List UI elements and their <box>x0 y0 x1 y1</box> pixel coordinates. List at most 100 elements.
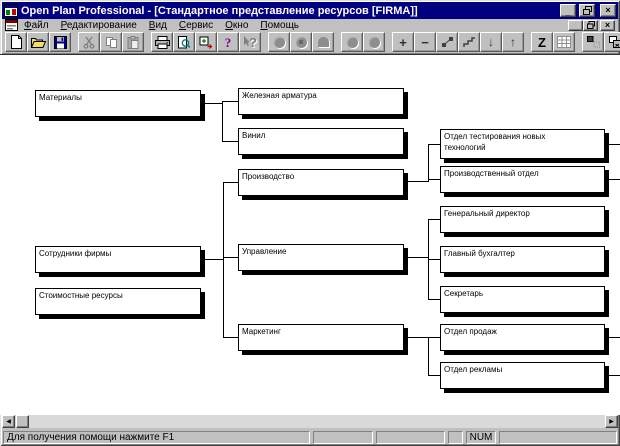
steps-layout-button[interactable] <box>458 32 480 52</box>
app-icon <box>4 4 18 17</box>
connector-line <box>404 181 428 182</box>
scroll-left-button[interactable]: ◀ <box>2 415 15 428</box>
tree-node-production[interactable]: Производство <box>238 169 404 196</box>
copy-icon <box>105 36 117 48</box>
save-button[interactable] <box>49 32 71 52</box>
tree-node-label: Отдел рекламы <box>444 365 503 374</box>
minimize-button[interactable]: _ <box>560 4 576 17</box>
exchange-icon <box>199 36 213 49</box>
num-lock-indicator: NUM <box>466 430 496 444</box>
tree-node-label: Железная арматура <box>242 91 317 100</box>
print-preview-button[interactable] <box>173 32 195 52</box>
menu-tools[interactable]: Сервис <box>178 19 214 31</box>
connector-line <box>222 101 238 102</box>
tree-node-label: Производство <box>242 172 295 181</box>
tree-node-label: Сотрудники фирмы <box>39 249 112 258</box>
new-button[interactable] <box>5 32 27 52</box>
scroll-right-button[interactable]: ▶ <box>605 415 618 428</box>
tree-node-production-dept[interactable]: Производственный отдел <box>440 166 605 193</box>
tree-node-company-employees[interactable]: Сотрудники фирмы <box>35 246 201 273</box>
help-button[interactable]: ? <box>217 32 239 52</box>
menu-bar: Файл Редактирование Вид Сервис Окно Помо… <box>2 19 618 31</box>
context-help-arrow-icon <box>244 36 250 47</box>
move-up-button[interactable]: ↑ <box>502 32 524 52</box>
connector-line <box>428 179 440 180</box>
connector-line <box>223 182 238 183</box>
mdi-minimize-button[interactable]: _ <box>568 19 583 31</box>
save-icon <box>53 35 67 49</box>
print-preview-icon <box>178 35 191 48</box>
connector-line <box>609 337 620 338</box>
tree-node-management[interactable]: Управление <box>238 244 404 271</box>
paste-button[interactable] <box>122 32 144 52</box>
connector-line <box>428 375 440 376</box>
tree-node-label: Главный бухгалтер <box>444 249 515 258</box>
tree-node-chief-accountant[interactable]: Главный бухгалтер <box>440 246 605 273</box>
menu-help[interactable]: Помощь <box>260 19 300 31</box>
menu-view[interactable]: Вид <box>148 19 167 31</box>
tree-node-marketing[interactable]: Маркетинг <box>238 324 404 351</box>
zigzag-button[interactable]: Z <box>531 32 553 52</box>
horizontal-scrollbar[interactable]: ◀ ▶ <box>2 415 618 428</box>
close-button[interactable]: × <box>600 4 616 17</box>
print-button[interactable] <box>151 32 173 52</box>
shape-arch-icon <box>317 37 329 47</box>
shape-circle-icon <box>346 36 358 48</box>
open-button[interactable] <box>27 32 49 52</box>
connector-line <box>609 144 620 145</box>
tree-node-label: Винил <box>242 131 266 140</box>
tree-node-label: Стоимостные ресурсы <box>39 291 123 300</box>
shape-circle-marked-button[interactable] <box>290 32 312 52</box>
zigzag-icon: Z <box>538 34 546 50</box>
shape-circle-button-3[interactable] <box>363 32 385 52</box>
tile-windows-button[interactable] <box>582 32 604 52</box>
up-arrow-icon: ↑ <box>510 35 516 49</box>
cut-button[interactable] <box>78 32 100 52</box>
menu-window[interactable]: Окно <box>225 19 249 31</box>
tree-node-label: Секретарь <box>444 289 483 298</box>
restore-button[interactable] <box>579 4 595 17</box>
tree-node-cost-resources[interactable]: Стоимостные ресурсы <box>35 288 201 315</box>
context-help-button[interactable]: ? <box>239 32 261 52</box>
mdi-restore-button[interactable] <box>583 19 598 31</box>
tree-node-advertising-dept[interactable]: Отдел рекламы <box>440 362 605 389</box>
tree-node-label: Отдел продаж <box>444 327 497 336</box>
tree-node-new-tech-testing-dept[interactable]: Отдел тестирования новых технологий <box>440 129 605 159</box>
plus-icon: + <box>399 34 407 50</box>
move-down-button[interactable]: ↓ <box>480 32 502 52</box>
scrollbar-thumb[interactable] <box>16 415 29 428</box>
title-bar[interactable]: Open Plan Professional - [Стандартное пр… <box>2 2 618 19</box>
mdi-close-button[interactable]: × <box>600 19 615 31</box>
collapse-button[interactable]: − <box>414 32 436 52</box>
tree-node-general-director[interactable]: Генеральный директор <box>440 206 605 233</box>
connector-line <box>222 141 238 142</box>
connector-line <box>428 299 440 300</box>
copy-button[interactable] <box>100 32 122 52</box>
status-pane <box>499 430 617 444</box>
link-nodes-button[interactable] <box>436 32 458 52</box>
tree-node-vinyl[interactable]: Винил <box>238 128 404 155</box>
shape-circle-marked-icon <box>295 36 307 48</box>
connector-line <box>201 259 223 260</box>
grid-button[interactable] <box>553 32 575 52</box>
shape-circle-button-2[interactable] <box>341 32 363 52</box>
tree-node-iron-fittings[interactable]: Железная арматура <box>238 88 404 115</box>
tree-node-materials[interactable]: Материалы <box>35 90 201 117</box>
tree-node-secretary[interactable]: Секретарь <box>440 286 605 313</box>
tree-node-sales-dept[interactable]: Отдел продаж <box>440 324 605 351</box>
connector-line <box>222 101 223 142</box>
connector-line <box>223 257 238 258</box>
grid-icon <box>557 36 571 48</box>
shape-arch-button[interactable] <box>312 32 334 52</box>
restore-icon <box>582 6 592 15</box>
menu-file[interactable]: Файл <box>24 19 49 31</box>
menu-edit[interactable]: Редактирование <box>60 19 137 31</box>
expand-button[interactable]: + <box>392 32 414 52</box>
new-icon <box>10 35 22 49</box>
tile-windows-icon <box>586 36 600 48</box>
cascade-windows-button[interactable] <box>604 32 620 52</box>
connector-line <box>428 219 440 220</box>
exchange-button[interactable] <box>195 32 217 52</box>
shape-circle-icon <box>368 36 380 48</box>
shape-circle-button[interactable] <box>268 32 290 52</box>
